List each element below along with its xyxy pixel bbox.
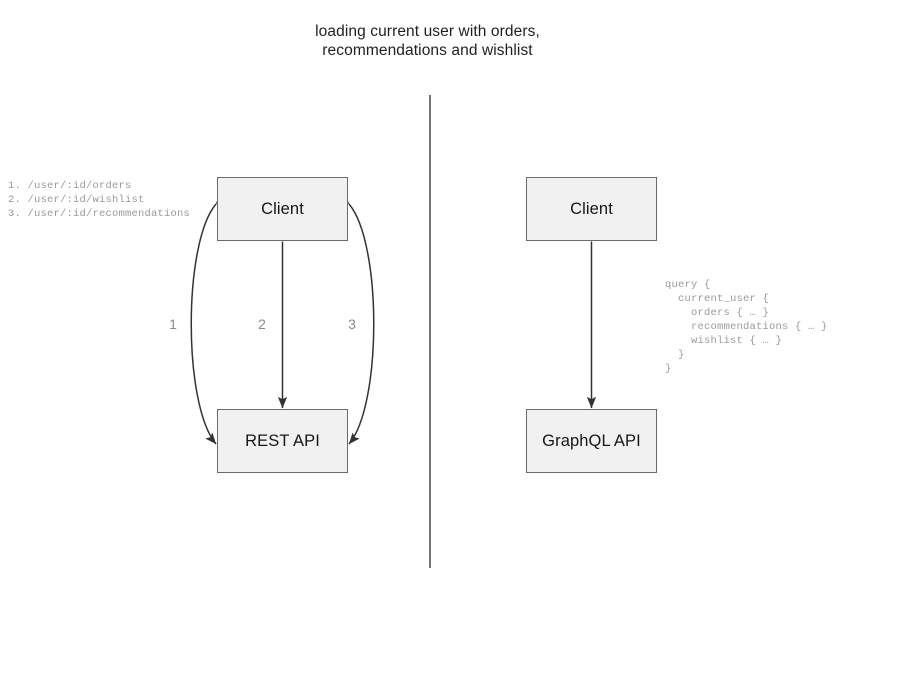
edge-label-2: 2	[258, 316, 266, 332]
edge-rest-1-arc	[190, 192, 227, 445]
rest-endpoints-code: 1. /user/:id/orders 2. /user/:id/wishlis…	[8, 180, 191, 220]
edge-label-3: 3	[348, 316, 356, 332]
node-rest-api[interactable]: REST API	[217, 409, 348, 473]
graphql-query-code: query { current_user { orders { … } reco…	[665, 279, 828, 375]
node-client-graphql[interactable]: Client	[526, 177, 657, 241]
edge-label-1: 1	[169, 316, 177, 332]
vertical-divider	[429, 95, 431, 568]
node-graphql-api[interactable]: GraphQL API	[526, 409, 657, 473]
node-client-rest[interactable]: Client	[217, 177, 348, 241]
page-title: loading current user with orders, recomm…	[315, 23, 540, 59]
